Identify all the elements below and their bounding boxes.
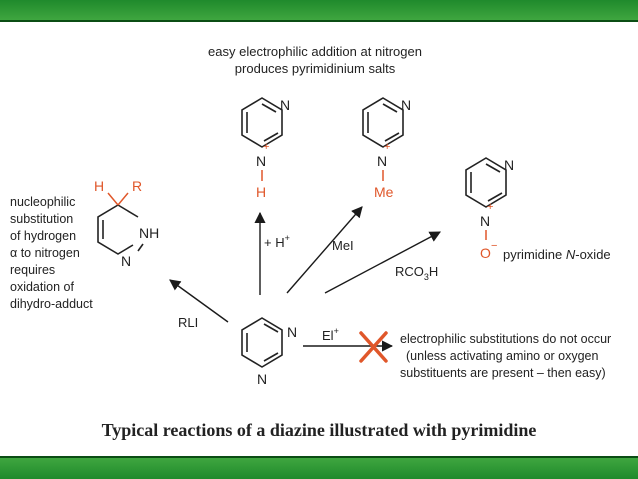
pyrimidinium-h-n: N: [280, 97, 290, 113]
n-oxide-label: pyrimidine N-oxide: [503, 247, 611, 262]
top-note-line1: easy electrophilic addition at nitrogen: [208, 44, 422, 59]
bottom-green-bar: [0, 458, 638, 479]
reagent-rli: RLI: [178, 315, 198, 330]
adduct-n: N: [121, 253, 131, 269]
top-note-line2: produces pyrimidinium salts: [235, 61, 396, 76]
top-green-bar: [0, 0, 638, 20]
pyrimidine-center-n3: N: [257, 371, 267, 387]
reagent-rco3h: RCO3H: [395, 264, 438, 282]
pyrimidinium-me: [362, 97, 404, 148]
reagent-mei: MeI: [332, 238, 354, 253]
no-reaction-cross-icon: [359, 331, 388, 363]
n-oxide-nplus: N: [480, 213, 490, 229]
pyrimidine-n-oxide: [465, 157, 507, 208]
dihydro-adduct: [97, 204, 144, 255]
n-oxide-n: N: [504, 157, 514, 173]
pyrimidinium-me-charge: +: [384, 141, 390, 153]
arrow-to-n-oxide: [324, 231, 441, 294]
adduct-h: H: [94, 178, 104, 194]
n-oxide-o-charge: −: [491, 240, 497, 252]
reagent-proton: + H+: [264, 233, 290, 250]
adduct-r: R: [132, 178, 142, 194]
adduct-c-r-bond: [117, 192, 129, 206]
left-note: nucleophilic substitution of hydrogen α …: [10, 195, 93, 311]
pyrimidinium-me-nplus: N: [377, 153, 387, 169]
figure-caption: Typical reactions of a diazine illustrat…: [101, 420, 537, 440]
pyrimidinium-h-atom: H: [256, 184, 266, 200]
pyrimidine-center: [241, 317, 283, 368]
top-bar-rule: [0, 20, 638, 22]
pyrimidinium-h-nplus: N: [256, 153, 266, 169]
pyrimidinium-h: [241, 97, 283, 148]
pyrimidinium-me-group: Me: [374, 184, 394, 200]
bottom-bar-rule: [0, 456, 638, 458]
pyrimidinium-h-charge: +: [263, 141, 269, 153]
pyrimidinium-me-n: N: [401, 97, 411, 113]
n-oxide-o: O: [480, 245, 491, 261]
arrow-to-pyrimidinium-me: [286, 206, 363, 294]
adduct-c-h-bond: [107, 192, 119, 206]
n-oxide-charge: +: [487, 201, 493, 213]
right-note: electrophilic substitutions do not occur…: [400, 332, 615, 380]
adduct-nh: NH: [139, 225, 159, 241]
arrow-to-dihydro-adduct: [169, 279, 229, 323]
reagent-el: El+: [322, 326, 339, 343]
pyrimidine-center-n1: N: [287, 324, 297, 340]
